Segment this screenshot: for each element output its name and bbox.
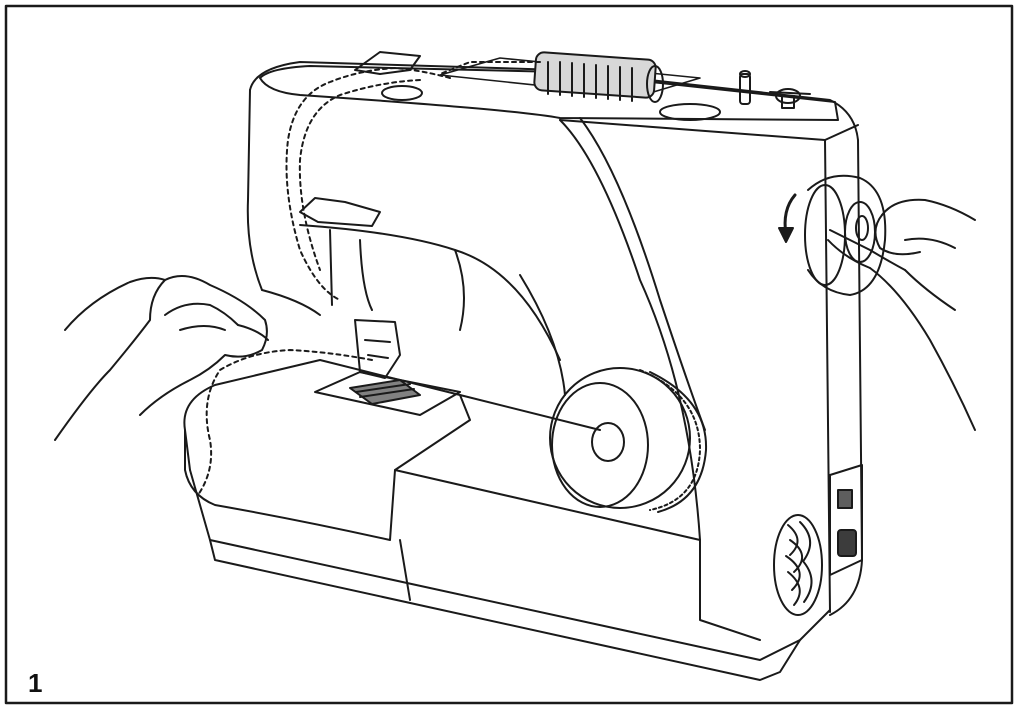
bobbin-winder <box>740 71 810 108</box>
handwheel <box>805 176 885 295</box>
free-arm <box>184 360 760 640</box>
spool-of-thread <box>440 52 700 102</box>
power-switch-panel <box>830 465 862 575</box>
presser-foot-assembly <box>300 198 400 378</box>
right-hand <box>828 200 975 430</box>
figure-frame <box>6 6 1012 703</box>
needle-plate <box>315 372 460 415</box>
vent-grill <box>774 515 822 615</box>
left-hand <box>55 276 268 440</box>
rotation-arrow-icon <box>779 195 795 242</box>
top-cover <box>260 66 838 120</box>
stitch-selector-dial <box>550 368 706 512</box>
figure-number: 1 <box>28 668 43 698</box>
thread-path <box>198 62 540 495</box>
machine-body <box>248 62 862 615</box>
take-up-lever <box>355 52 420 74</box>
machine-base <box>190 470 830 680</box>
